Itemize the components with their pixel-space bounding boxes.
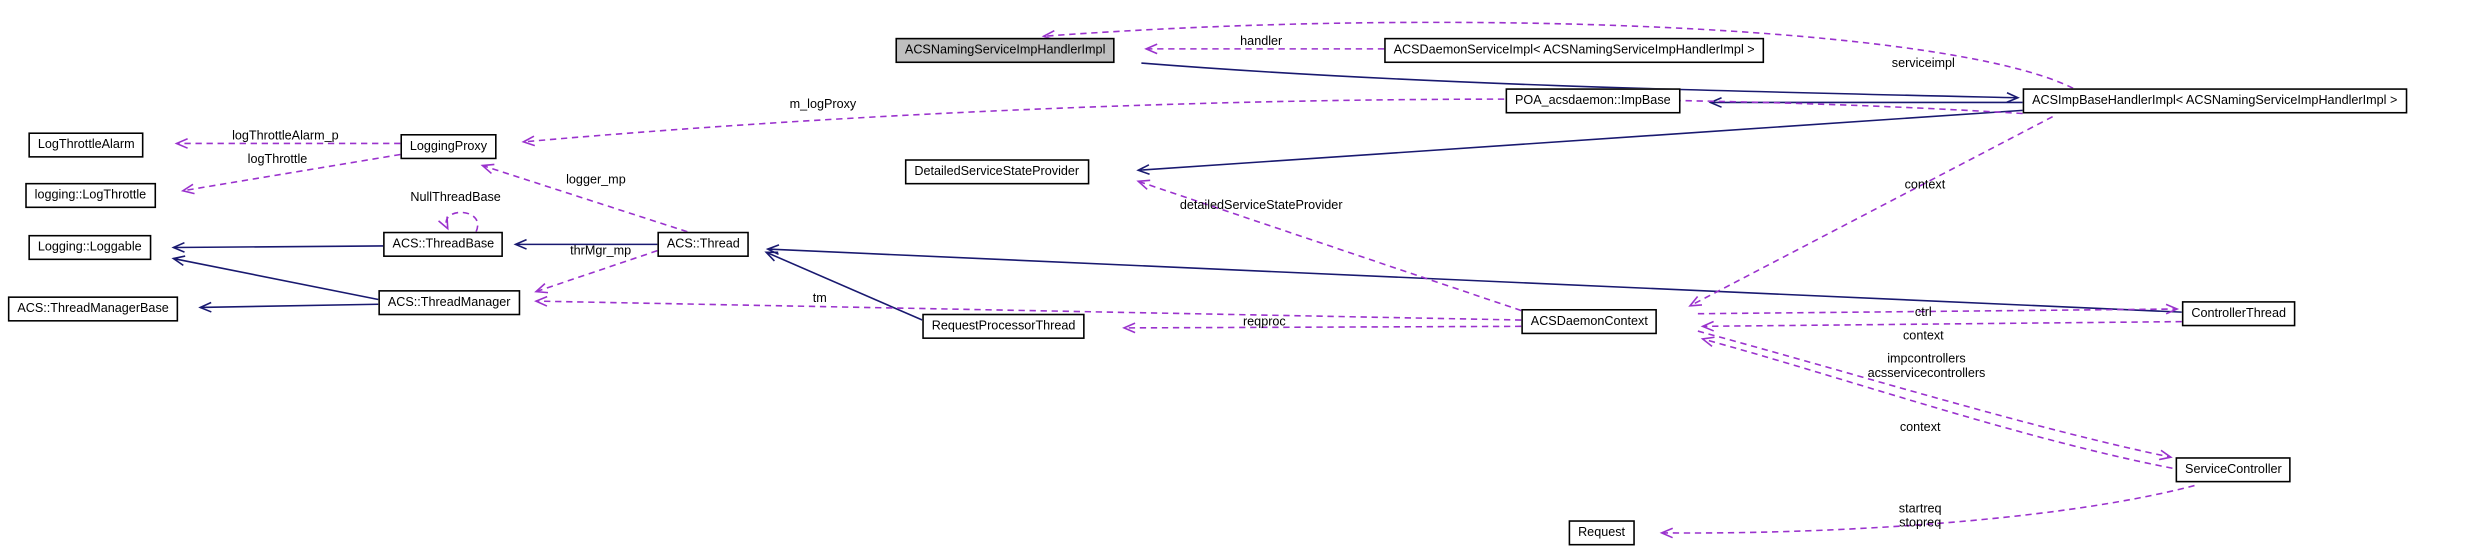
node-controller-thread[interactable]: ControllerThread: [2181, 301, 2296, 327]
edge-usage-startreq-stopreq: [1659, 484, 2195, 539]
node-logging-loggable[interactable]: Logging::Loggable: [28, 234, 152, 261]
edge-usage-ctrl: [1697, 303, 2180, 315]
edge-label-m-logproxy: m_logProxy: [789, 96, 857, 112]
node-acs-naming-service-imp-handler-impl: ACSNamingServiceImpHandlerImpl: [895, 37, 1115, 64]
node-acs-daemon-context[interactable]: ACSDaemonContext: [1521, 308, 1658, 335]
edge-label-acsservicecontrollers: acsservicecontrollers: [1867, 365, 1986, 380]
node-poa-acsdaemon-impbase[interactable]: POA_acsdaemon::ImpBase: [1505, 88, 1681, 114]
node-service-controller[interactable]: ServiceController: [2175, 457, 2292, 483]
edge-inherit-threadmanager-to-loggable: [171, 255, 379, 301]
node-acs-thread[interactable]: ACS::Thread: [657, 231, 750, 257]
edge-label-logthrottlealarm-p: logThrottleAlarm_p: [232, 128, 339, 143]
node-request[interactable]: Request: [1568, 520, 1635, 546]
edge-usage-controllers: [1697, 330, 2173, 461]
node-log-throttle-alarm[interactable]: LogThrottleAlarm: [28, 132, 145, 158]
edge-label-detailedservicestateprovider: detailedServiceStateProvider: [1179, 197, 1343, 213]
node-logging-proxy[interactable]: LoggingProxy: [400, 134, 497, 160]
edge-usage-reqproc: [1122, 322, 1522, 334]
edge-label-context-servicecontroller: context: [1899, 420, 1941, 435]
edge-usage-context-from-controllerthread: [1700, 320, 2182, 332]
edge-label-reqproc: reqproc: [1242, 314, 1286, 329]
edge-usage-m-logproxy: [521, 98, 2023, 147]
edge-inherit-requestprocessorthread-to-thread: [764, 251, 923, 321]
edge-label-logthrottle: logThrottle: [247, 152, 308, 167]
edge-label-controllers: impcontrollers acsservicecontrollers: [1868, 352, 1986, 380]
edge-label-logger-mp: logger_mp: [566, 172, 626, 187]
edge-usage-context-from-servicecontroller: [1700, 336, 2173, 469]
edge-usage-tm: [534, 295, 1522, 321]
edge-label-context-controllerthread: context: [1902, 328, 1944, 343]
edge-inherit-impbasehandler-to-detailedprovider: [1136, 109, 2023, 175]
node-acs-threadbase[interactable]: ACS::ThreadBase: [383, 231, 504, 257]
node-logging-logthrottle[interactable]: logging::LogThrottle: [25, 182, 156, 209]
edge-usage-detailedservicestateprovider: [1136, 179, 1522, 312]
edge-label-thrmgr-mp: thrMgr_mp: [570, 243, 632, 258]
node-detailed-service-state-provider[interactable]: DetailedServiceStateProvider: [904, 159, 1089, 185]
edge-usage-context-from-impbasehandler: [1688, 115, 2053, 307]
edge-inherit-controllerthread-to-thread: [765, 244, 2182, 313]
edge-usage-serviceimpl: [1041, 21, 2074, 89]
node-acs-thread-manager[interactable]: ACS::ThreadManager: [378, 290, 520, 316]
edge-inherit-main-to-impbasehandler: [1141, 62, 2020, 103]
node-acs-daemon-service-impl[interactable]: ACSDaemonServiceImpl< ACSNamingServiceIm…: [1384, 37, 1765, 64]
edge-inherit-threadmanager-to-threadmanagerbase: [198, 301, 379, 313]
edge-label-handler: handler: [1240, 33, 1283, 49]
edge-label-impcontrollers: impcontrollers: [1887, 351, 1966, 366]
edge-label-startreq: startreq: [1898, 501, 1942, 516]
edge-usage-nullthreadbase-selfloop: [438, 211, 479, 233]
edge-label-tm: tm: [812, 290, 827, 306]
node-acs-thread-manager-base[interactable]: ACS::ThreadManagerBase: [7, 296, 179, 322]
edge-label-context-impbasehandler: context: [1904, 177, 1946, 192]
edge-label-serviceimpl: serviceimpl: [1891, 55, 1955, 71]
node-acs-imp-base-handler-impl[interactable]: ACSImpBaseHandlerImpl< ACSNamingServiceI…: [2022, 88, 2407, 114]
edge-label-startreq-stopreq: startreq stopreq: [1899, 501, 1942, 529]
edge-label-nullthreadbase: NullThreadBase: [410, 189, 501, 205]
edge-inherit-threadbase-to-loggable: [171, 241, 384, 253]
edge-label-stopreq: stopreq: [1899, 515, 1942, 530]
edge-usage-logthrottle: [180, 153, 401, 195]
edge-usage-logger-mp: [480, 163, 688, 233]
edge-label-ctrl: ctrl: [1914, 305, 1932, 320]
node-request-processor-thread[interactable]: RequestProcessorThread: [922, 313, 1085, 339]
